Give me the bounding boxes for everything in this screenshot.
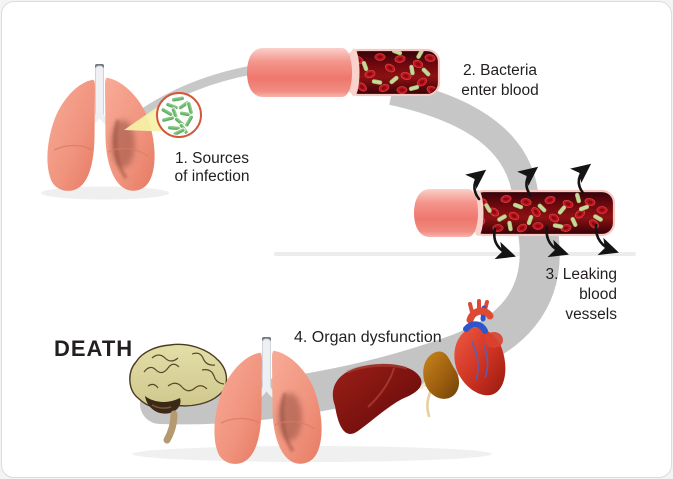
leaking-vessel-icon xyxy=(414,163,619,260)
kidney-body xyxy=(423,351,460,399)
heart-icon xyxy=(454,299,506,396)
liver-icon xyxy=(332,363,422,434)
arc-segment-right xyxy=(389,79,539,204)
stage2-label-line1: 2. Bacteria xyxy=(463,62,537,79)
organs-icon xyxy=(129,299,506,464)
leak-arrow-down-1 xyxy=(493,227,516,260)
brain-icon xyxy=(129,343,228,444)
floor-line xyxy=(274,252,636,256)
stage3-label-line3: vessels xyxy=(565,306,617,323)
aorta xyxy=(466,307,494,324)
cerebellum-fold xyxy=(151,404,172,409)
heart-veins xyxy=(471,341,489,381)
stage1-label-line2: of infection xyxy=(175,168,250,185)
leak-arrow-up-3 xyxy=(570,163,592,195)
leak-arrow-down-3 xyxy=(594,223,619,256)
kidney-icon xyxy=(419,351,460,418)
leak-arrow-down-2 xyxy=(545,225,569,258)
brainstem xyxy=(163,410,178,444)
red-blood-cell xyxy=(532,222,544,230)
red-blood-cell xyxy=(596,206,608,214)
leak-arrow-up-1 xyxy=(465,169,487,201)
stage-labels: 1. Sources of infection 2. Bacteria ente… xyxy=(175,62,618,346)
atrium xyxy=(485,332,503,348)
stage2-label-line2: enter blood xyxy=(461,82,539,99)
liver-highlight xyxy=(346,363,408,374)
brain-gyri xyxy=(143,352,225,392)
lungs-infection-icon xyxy=(47,64,202,191)
leak-arrow-up-2 xyxy=(517,166,539,198)
leak-arrows xyxy=(465,163,619,260)
red-blood-cell xyxy=(396,86,408,94)
blood-vessel-bacteria-icon xyxy=(247,48,441,97)
liver-lobe-line xyxy=(367,367,395,408)
cerebellum xyxy=(145,396,181,414)
stage4-label: 4. Organ dysfunction xyxy=(294,329,442,346)
stage3-label-line2: blood xyxy=(579,286,617,303)
vessel1-pink-tube xyxy=(247,48,352,97)
vessel2-pink-tube xyxy=(414,189,478,237)
stage1-label-line1: 1. Sources xyxy=(175,150,249,167)
vessel1-cut-rim xyxy=(348,48,360,97)
pulmonary-artery xyxy=(463,321,488,334)
ureter xyxy=(426,388,433,418)
death-label: DEATH xyxy=(54,336,133,361)
stage3-label-line1: 3. Leaking xyxy=(545,266,617,283)
red-blood-cell xyxy=(374,53,386,61)
